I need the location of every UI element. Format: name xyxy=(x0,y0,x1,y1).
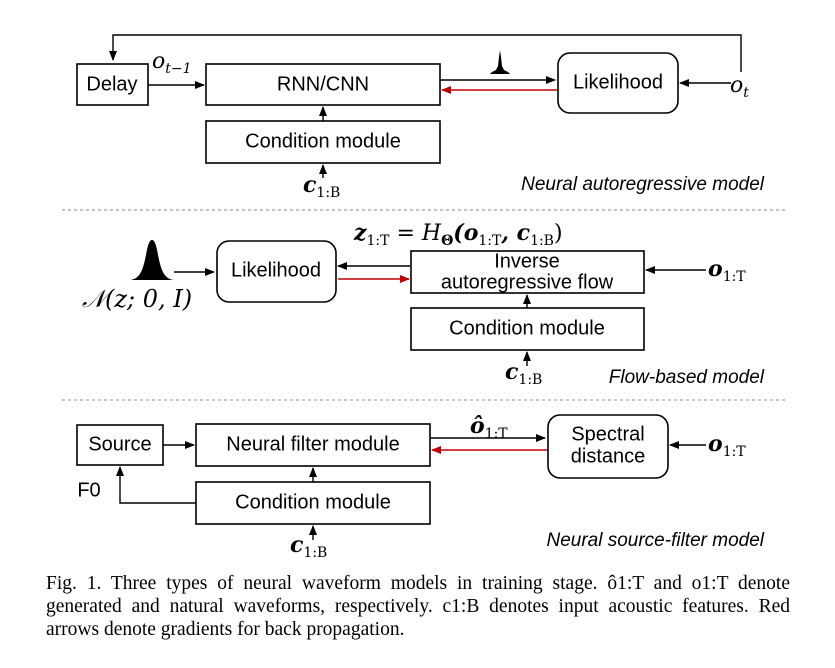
categorical-distribution-icon xyxy=(490,50,510,74)
inverse-flow-box xyxy=(410,250,645,294)
panel-source-filter: Source Neural filter module ô1:T Spectra… xyxy=(76,413,765,561)
condition-box-2 xyxy=(410,307,645,351)
panel-autoregressive: Delay ot−1 RNN/CNN Likelihood ot Conditi… xyxy=(76,34,765,201)
f0-label: F0 xyxy=(77,479,100,501)
inverse-flow-label-1: Inverse xyxy=(494,250,560,272)
flow-caption: Flow-based model xyxy=(609,367,765,388)
condition-box-1 xyxy=(205,120,441,164)
c-label-3: c1:B xyxy=(290,532,327,561)
feedback-loop-arrow xyxy=(109,34,742,72)
o-label-3: o1:T xyxy=(708,431,746,460)
delay-label: Delay xyxy=(86,73,137,95)
c-label-1: c1:B xyxy=(303,172,340,201)
o-hat-label: ô1:T xyxy=(470,413,508,442)
flow-equation: z1:T = HΘ(o1:T, c1:B) xyxy=(353,220,563,249)
neural-filter-box xyxy=(195,423,431,467)
likelihood-label: Likelihood xyxy=(573,71,663,93)
neural-filter-label: Neural filter module xyxy=(226,433,399,455)
condition-label-1: Condition module xyxy=(245,130,401,152)
likelihood-box xyxy=(557,52,679,114)
inverse-flow-label-2: autoregressive flow xyxy=(441,271,614,293)
rnn-cnn-box xyxy=(205,63,441,106)
figure-caption: Fig. 1. Three types of neural waveform m… xyxy=(46,573,790,640)
likelihood-box-2 xyxy=(216,240,337,303)
spectral-label-2: distance xyxy=(571,445,646,467)
o-t-label: ot xyxy=(730,73,749,101)
rnn-cnn-label: RNN/CNN xyxy=(277,73,369,95)
condition-label-3: Condition module xyxy=(235,491,391,513)
normal-distribution-label: 𝒩(z; 0, I) xyxy=(82,285,192,313)
likelihood-label-2: Likelihood xyxy=(231,259,321,281)
spectral-label-1: Spectral xyxy=(571,423,644,445)
condition-box-3 xyxy=(195,481,431,525)
condition-label-2: Condition module xyxy=(449,317,605,339)
o-prev-label: ot−1 xyxy=(152,49,192,77)
condition-to-source-arrow xyxy=(116,466,196,504)
source-filter-caption: Neural source-filter model xyxy=(546,530,764,551)
source-box xyxy=(76,424,164,466)
source-label: Source xyxy=(88,433,151,455)
o-label-2: o1:T xyxy=(708,256,746,285)
spectral-distance-box xyxy=(547,414,669,479)
panel-flow: z1:T = HΘ(o1:T, c1:B) 𝒩(z; 0, I) Likelih… xyxy=(82,220,765,388)
gaussian-distribution-icon xyxy=(130,240,174,280)
autoregressive-caption: Neural autoregressive model xyxy=(521,174,765,195)
c-label-2: c1:B xyxy=(505,359,542,388)
